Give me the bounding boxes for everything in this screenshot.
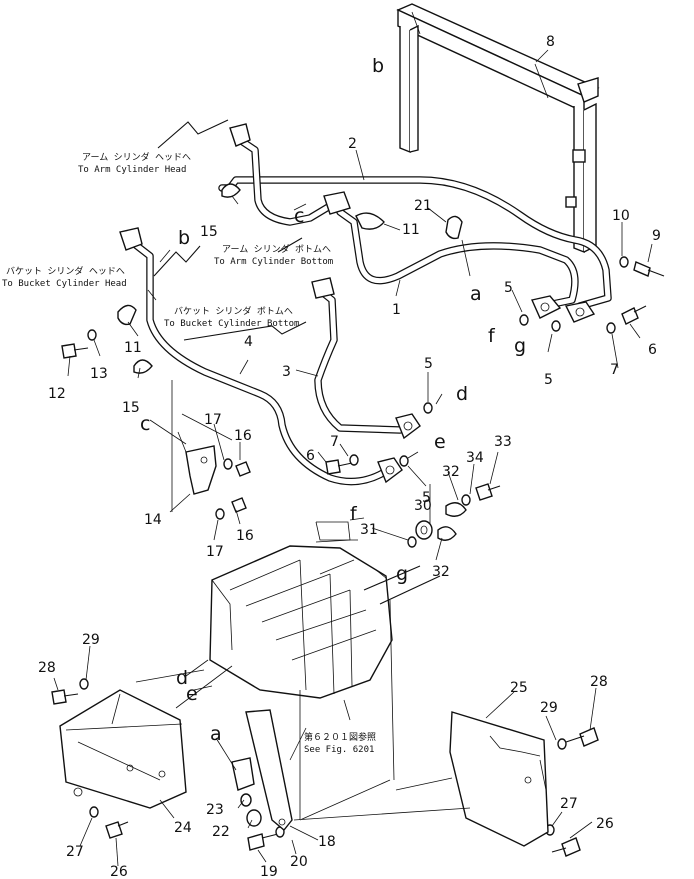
phantom-lines: [111, 380, 471, 821]
caption-bucket-bottom-jp: バケット シリンダ ボトムへ: [174, 305, 293, 317]
callout-29b: 29: [540, 700, 558, 716]
letter-c-tube: c: [294, 205, 304, 227]
caption-arm-bottom-en: To Arm Cylinder Bottom: [214, 257, 333, 267]
bracket-14: [185, 445, 217, 495]
callout-30: 30: [414, 498, 432, 514]
clamp-parts: [117, 183, 463, 374]
callout-5a: 5: [504, 280, 513, 296]
letter-b-frame: b: [372, 55, 384, 77]
letter-d-valve: d: [176, 667, 188, 689]
callout-20: 20: [290, 854, 308, 870]
reference-letters: b b c c a a f f g g d d e e: [140, 55, 526, 745]
callout-32a: 32: [442, 464, 460, 480]
callout-27b: 27: [560, 796, 578, 812]
callout-22: 22: [212, 824, 230, 840]
callout-11a: 11: [402, 222, 420, 238]
caption-bucket-head-jp: バケット シリンダ ヘッドへ: [6, 265, 125, 277]
callout-16b: 16: [236, 528, 254, 544]
cover-24: [59, 689, 187, 809]
callout-31: 31: [360, 522, 378, 538]
callout-8: 8: [546, 34, 555, 50]
callout-7a: 7: [610, 362, 619, 378]
part-callouts: 8 2 15 21 11 10 9 1 5 6 5 7 11 12 13 15 …: [38, 34, 661, 879]
tube-arm-head: [236, 136, 334, 226]
caption-bucket-head-en: To Bucket Cylinder Head: [2, 279, 127, 289]
callout-14: 14: [144, 512, 162, 528]
callout-34: 34: [466, 450, 484, 466]
callout-15a: 15: [200, 224, 218, 240]
captions: アーム シリンダ ヘッドへ To Arm Cylinder Head アーム シ…: [2, 151, 376, 755]
caption-arm-head-jp: アーム シリンダ ヘッドへ: [82, 151, 191, 163]
letter-c-bracket: c: [140, 413, 150, 435]
callout-29a: 29: [82, 632, 100, 648]
callout-19: 19: [260, 864, 278, 879]
callout-25: 25: [510, 680, 528, 696]
callout-21: 21: [414, 198, 432, 214]
callout-5b: 5: [544, 372, 553, 388]
letter-b-tube: b: [178, 227, 190, 249]
callout-15b: 15: [122, 400, 140, 416]
caption-bucket-bottom-en: To Bucket Cylinder Bottom: [164, 319, 299, 329]
callout-10: 10: [612, 208, 630, 224]
callout-18: 18: [318, 834, 336, 850]
callout-5d: 5: [422, 490, 431, 506]
callout-6b: 6: [306, 448, 315, 464]
callout-9: 9: [652, 228, 661, 244]
callout-7b: 7: [330, 434, 339, 450]
callout-24: 24: [174, 820, 192, 836]
letter-a-lever: a: [210, 723, 222, 745]
cover-25: [449, 711, 549, 847]
callout-13: 13: [90, 366, 108, 382]
tube-2: [218, 176, 612, 310]
lever-arm-18: [231, 709, 293, 831]
caption-arm-head-en: To Arm Cylinder Head: [78, 165, 186, 175]
letter-g-block: g: [514, 335, 526, 357]
callout-12: 12: [48, 386, 66, 402]
letter-f-valve: f: [350, 503, 358, 525]
tube-4: [128, 238, 392, 486]
callout-26b: 26: [596, 816, 614, 832]
callout-32b: 32: [432, 564, 450, 580]
caption-see-fig-en: See Fig. 6201: [304, 745, 374, 755]
caption-arrows: [153, 119, 307, 341]
tube-1: [336, 208, 579, 309]
caption-arm-bottom-jp: アーム シリンダ ボトムへ: [222, 243, 331, 255]
callout-3: 3: [282, 364, 291, 380]
callout-17a: 17: [204, 412, 222, 428]
control-valve: [209, 545, 441, 699]
tube-end-blocks: [119, 123, 596, 484]
caption-see-fig-jp: 第６２０１図参照: [304, 731, 376, 743]
letter-e-valve: e: [186, 683, 198, 705]
letter-d-tube: d: [456, 383, 468, 405]
letter-g-valve: g: [396, 563, 408, 585]
callout-27a: 27: [66, 844, 84, 860]
letter-a-clamp: a: [470, 283, 482, 305]
callout-16a: 16: [234, 428, 252, 444]
callout-5c: 5: [424, 356, 433, 372]
callout-6a: 6: [648, 342, 657, 358]
letter-e-tube: e: [434, 431, 446, 453]
fasteners: [51, 256, 665, 857]
tube-3: [314, 288, 404, 434]
leader-lines: [53, 49, 653, 867]
callout-17b: 17: [206, 544, 224, 560]
letter-f-block: f: [488, 325, 496, 347]
callout-4: 4: [244, 334, 253, 350]
callout-11b: 11: [124, 340, 142, 356]
callout-23: 23: [206, 802, 224, 818]
callout-33: 33: [494, 434, 512, 450]
callout-1: 1: [392, 302, 401, 318]
frame-bracket: [396, 3, 600, 254]
callout-28b: 28: [590, 674, 608, 690]
callout-2: 2: [348, 136, 357, 152]
callout-28a: 28: [38, 660, 56, 676]
callout-26a: 26: [110, 864, 128, 879]
